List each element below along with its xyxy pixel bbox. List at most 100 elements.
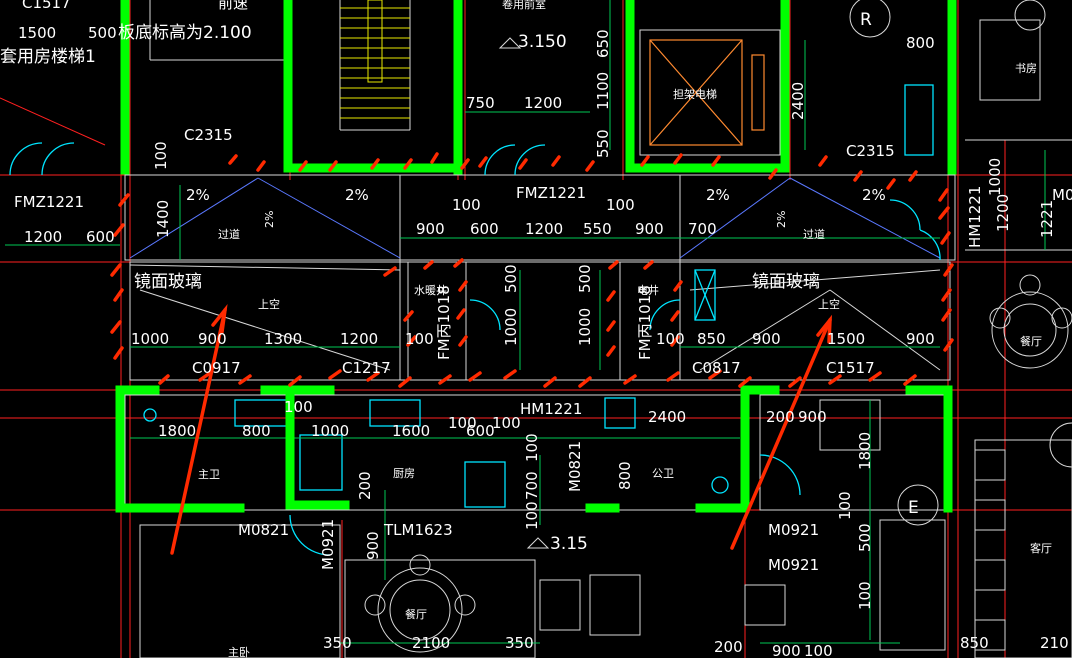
- red-markup-strokes: [110, 152, 954, 555]
- elevation-marks: 3.150 3.15: [498, 32, 588, 554]
- stairs-note: 板底标高为2.100: [118, 23, 252, 43]
- dim-600a: 600: [86, 228, 115, 246]
- slope-guides: [129, 177, 941, 371]
- tag-c2315-left: C2315: [184, 126, 233, 144]
- dim-1000b: 1000: [311, 422, 349, 440]
- dim-900a: 900: [416, 220, 445, 238]
- dim-1000r: 1000: [986, 158, 1004, 196]
- dim-800b: 800: [242, 422, 271, 440]
- tag-m0821-c: M0821: [566, 441, 584, 492]
- dim-1500b: 1500: [827, 330, 865, 348]
- dim-100v2: 100: [836, 491, 854, 520]
- tag-tlm: TLM1623: [383, 521, 453, 539]
- dim-1000v2: 1000: [576, 308, 594, 346]
- dim-1600: 1600: [392, 422, 430, 440]
- dim-1800: 1800: [158, 422, 196, 440]
- tag-m-right: M0: [1052, 186, 1072, 204]
- dim-850b: 850: [960, 634, 989, 652]
- dim-100j: 100: [523, 501, 541, 530]
- elec-shaft-label: 电井: [637, 283, 659, 297]
- axis-e-label: E: [908, 498, 919, 518]
- public-bath-label: 公卫: [652, 467, 674, 480]
- dim-100h: 100: [492, 414, 521, 432]
- dim-500v2: 500: [576, 264, 594, 293]
- tag-fm-elec: FM丙1018: [636, 285, 654, 360]
- dim-100v3: 100: [856, 581, 874, 610]
- mirror-glass-right: 镜面玻璃: [752, 272, 820, 292]
- dim-1100: 1100: [594, 72, 612, 110]
- dim-1200r: 1200: [994, 194, 1012, 232]
- corridor-right-label: 过道: [803, 227, 825, 241]
- slope-3: 2%: [263, 211, 276, 228]
- doors-and-fixtures: [9, 84, 941, 556]
- dim-100a: 100: [152, 141, 170, 170]
- stair-top-label: 前速: [218, 0, 248, 12]
- corridor-left-label: 过道: [218, 227, 240, 241]
- master-bath-label: 主卫: [198, 468, 220, 481]
- dim-900v: 900: [364, 531, 382, 560]
- master-bedroom-label: 主卧: [228, 646, 250, 658]
- dim-1200a: 1200: [524, 94, 562, 112]
- dim-1200d: 1200: [340, 330, 378, 348]
- dim-2100b: 210: [1040, 634, 1069, 652]
- tag-m0821-a: M0821: [238, 521, 289, 539]
- dim-100k: 100: [804, 642, 833, 658]
- stair-name: 套用房楼梯1: [0, 47, 96, 67]
- dim-350b: 350: [505, 634, 534, 652]
- dim-800v: 800: [616, 461, 634, 490]
- elevator-car: [639, 29, 781, 156]
- top-room-label: 卷用前室: [502, 0, 546, 11]
- dimension-texts: 1500 500 650 1100 550 750 1200 2400 800 …: [18, 24, 1069, 658]
- dim-1200c: 1200: [525, 220, 563, 238]
- elevation-315: 3.15: [550, 534, 588, 554]
- living-label: 客厅: [1030, 541, 1052, 555]
- slope-labels: 2% 2% 2% 2% 2% 2%: [186, 186, 886, 228]
- tag-hm-mid: HM1221: [520, 400, 582, 418]
- dim-100c: 100: [606, 196, 635, 214]
- dim-900d: 900: [752, 330, 781, 348]
- dim-100b: 100: [452, 196, 481, 214]
- dim-500v1: 500: [502, 264, 520, 293]
- dim-650: 650: [594, 29, 612, 58]
- water-shaft-label: 水暖井: [414, 283, 447, 297]
- dim-2400v: 2400: [789, 82, 807, 120]
- tag-c1517: C1517: [826, 359, 875, 377]
- dim-1000a: 1000: [131, 330, 169, 348]
- dining-right-label: 餐厅: [1020, 334, 1042, 348]
- mirror-glass-left: 镜面玻璃: [134, 272, 202, 292]
- dim-2100a: 2100: [412, 634, 450, 652]
- elevator-label: 担架电梯: [673, 87, 717, 101]
- dim-700a: 700: [688, 220, 717, 238]
- tag-c1517-top: C1517: [22, 0, 71, 12]
- stair-treads: [340, 0, 410, 119]
- dim-100f: 100: [284, 398, 313, 416]
- tag-c1217: C1217: [342, 359, 391, 377]
- tag-hm-right: HM1221: [966, 186, 984, 248]
- tag-m0921-e: M0921: [768, 556, 819, 574]
- dim-1300: 1300: [264, 330, 302, 348]
- dim-800a: 800: [906, 34, 935, 52]
- dim-600b: 600: [470, 220, 499, 238]
- tag-fmz-left: FMZ1221: [14, 193, 84, 211]
- slope-2: 2%: [345, 186, 369, 204]
- tag-m0921-b: M0921: [319, 519, 337, 570]
- dimension-lines: [5, 0, 1046, 644]
- slope-4: 2%: [706, 186, 730, 204]
- dim-200b: 200: [714, 638, 743, 656]
- axis-r-label: R: [860, 10, 872, 30]
- dim-1200b: 1200: [24, 228, 62, 246]
- dim-200v: 200: [356, 471, 374, 500]
- dim-100e: 100: [656, 330, 685, 348]
- dim-2400: 2400: [648, 408, 686, 426]
- void-left-label: 上空: [258, 297, 280, 311]
- dim-350a: 350: [323, 634, 352, 652]
- door-window-tags: C1517 C2315 C2315 FMZ1221 FMZ1221 HM1221…: [14, 0, 1072, 574]
- elevation-3150: 3.150: [518, 32, 567, 52]
- dim-100g: 100: [448, 414, 477, 432]
- dim-500v3: 500: [856, 523, 874, 552]
- dim-700v: 700: [523, 471, 541, 500]
- dim-900g: 900: [772, 642, 801, 658]
- furniture: [364, 0, 1072, 653]
- dining-left-label: 餐厅: [405, 607, 427, 621]
- axis-bubble-e: [897, 484, 939, 526]
